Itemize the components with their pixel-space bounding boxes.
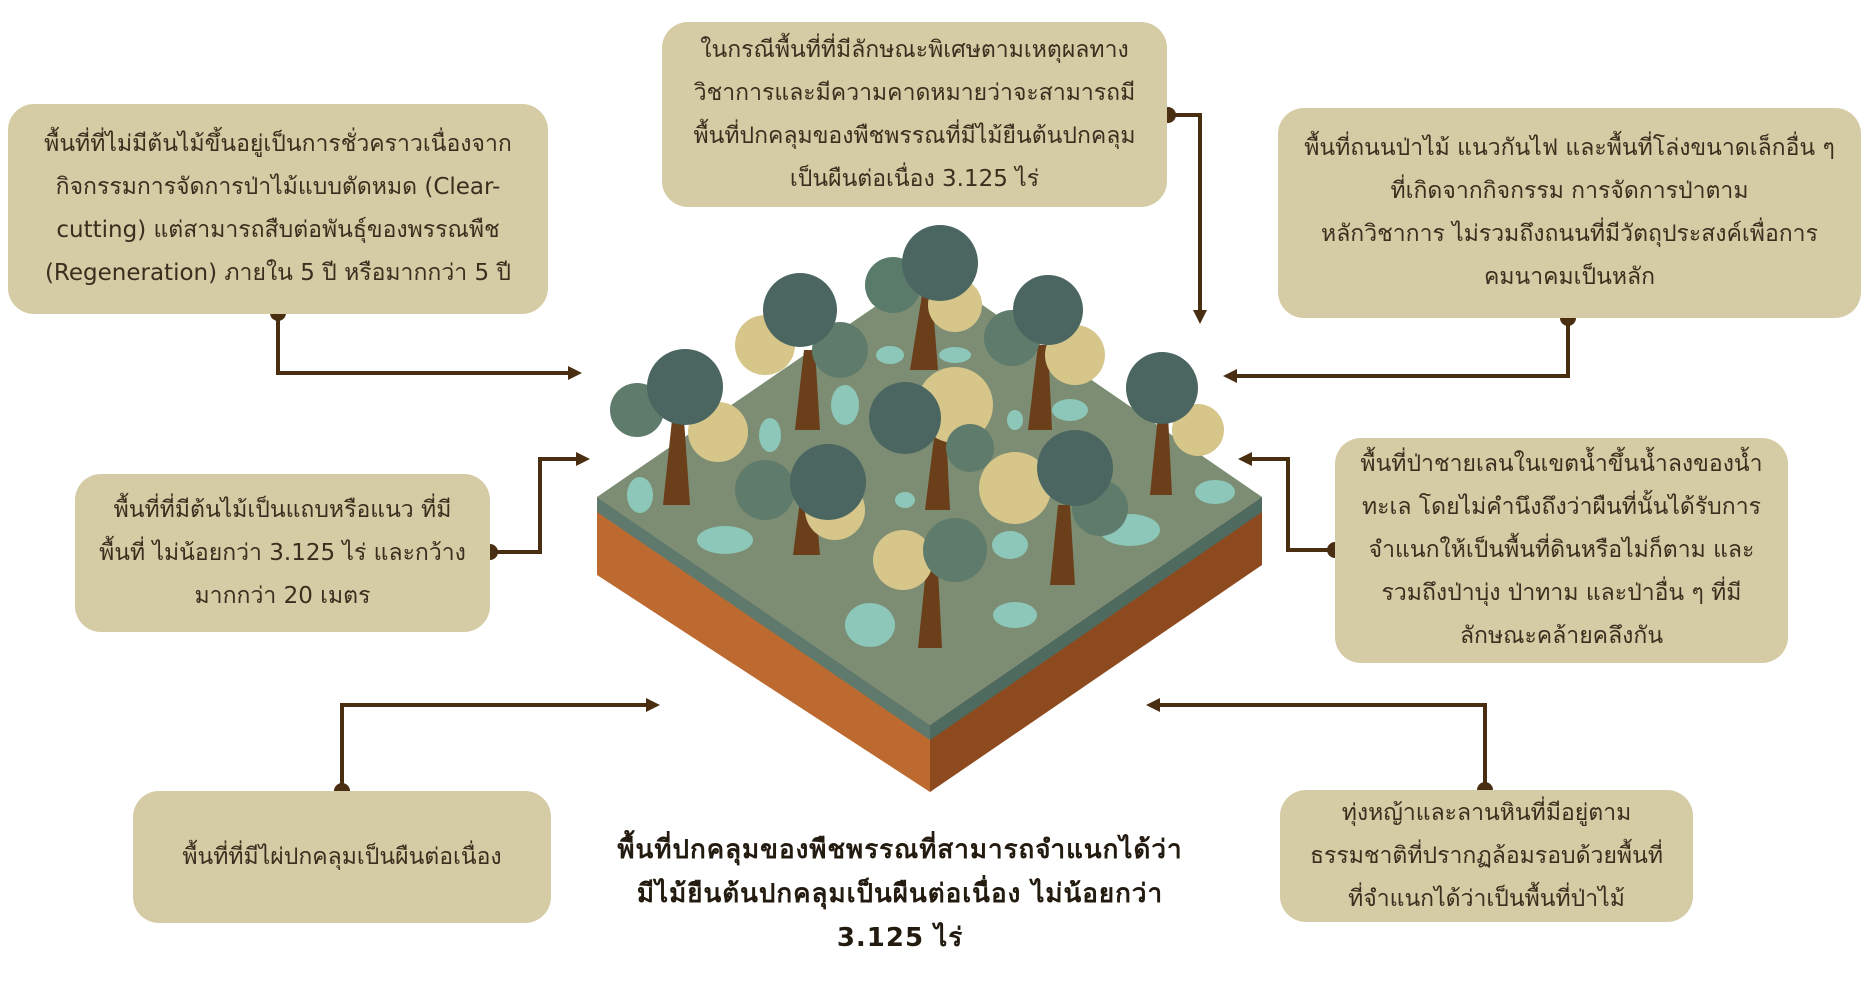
box-text-line: หลักวิชาการ ไม่รวมถึงถนนที่มีวัตถุประสงค… xyxy=(1321,221,1818,247)
connector-arrowheads xyxy=(568,310,1252,712)
arrowhead xyxy=(576,452,590,466)
box-text-line: พื้นที่ที่มีต้นไม้เป็นแถบหรือแนว ที่มี xyxy=(113,496,452,523)
puddle xyxy=(697,526,753,554)
tree xyxy=(1126,352,1224,495)
box-text-line: ทะเล โดยไม่คำนึงถึงว่าผืนที่นั้นได้รับกา… xyxy=(1362,494,1761,520)
box-text-line: พื้นที่ที่มีไผ่ปกคลุมเป็นผืนต่อเนื่อง xyxy=(182,843,502,870)
grass-right-edge xyxy=(930,497,1262,740)
box-text-line: คมนาคมเป็นหลัก xyxy=(1483,264,1656,290)
connector-top-center xyxy=(1168,113,1202,312)
connector-bottom-right xyxy=(1158,703,1487,790)
arrowhead xyxy=(1146,698,1160,712)
info-box-top-left: พื้นที่ที่ไม่มีต้นไม้ขึ้นอยู่เป็นการชั่ว… xyxy=(8,104,548,314)
soil-left-face xyxy=(597,497,930,792)
puddle xyxy=(993,602,1037,628)
info-box-bottom-right: ทุ่งหญ้าและลานหินที่มีอยู่ตาม ธรรมชาติที… xyxy=(1280,790,1693,922)
tree xyxy=(873,518,987,648)
caption-line: มีไม้ยืนต้นปกคลุมเป็นผืนต่อเนื่อง ไม่น้อ… xyxy=(636,879,1164,909)
puddle xyxy=(627,477,653,513)
puddle xyxy=(992,531,1028,559)
box-text-line: พื้นที่ปกคลุมของพืชพรรณที่มีไม้ยืนต้นปกค… xyxy=(693,122,1136,149)
water-puddles xyxy=(627,346,1235,647)
info-box-mid-right: พื้นที่ป่าชายเลนในเขตน้ำขึ้นน้ำลงของน้ำ … xyxy=(1335,438,1788,663)
arrowhead xyxy=(646,698,660,712)
info-box-bottom-left: พื้นที่ที่มีไผ่ปกคลุมเป็นผืนต่อเนื่อง xyxy=(133,791,551,923)
connector-mid-left xyxy=(490,457,578,554)
puddle xyxy=(1052,399,1088,421)
connector-top-left xyxy=(276,313,570,375)
box-text-line: มากกว่า 20 เมตร xyxy=(194,582,371,609)
box-text-line: จำแนกให้เป็นพื้นที่ดินหรือไม่ก็ตาม และ xyxy=(1368,537,1755,563)
box-text-line: ธรรมชาติที่ปรากฏล้อมรอบด้วยพื้นที่ xyxy=(1310,842,1663,869)
grass-left-edge xyxy=(597,497,930,740)
box-text-line: พื้นที่ ไม่น้อยกว่า 3.125 ไร่ และกว้าง xyxy=(99,539,466,566)
box-text-line: รวมถึงป่าบุ่ง ป่าทาม และป่าอื่น ๆ ที่มี xyxy=(1381,580,1742,606)
diagram-caption: พื้นที่ปกคลุมของพืชพรรณที่สามารถจำแนกได้… xyxy=(560,828,1240,960)
puddle xyxy=(845,603,895,647)
arrowhead xyxy=(568,366,582,380)
box-text-line: กิจกรรมการจัดการป่าไม้แบบตัดหมด (Clear- xyxy=(55,174,501,200)
connector-top-right xyxy=(1235,318,1570,378)
connector-bottom-left xyxy=(340,703,648,791)
arrowhead xyxy=(1223,369,1237,383)
connector-mid-right xyxy=(1250,457,1335,552)
box-text-line: ทุ่งหญ้าและลานหินที่มีอยู่ตาม xyxy=(1341,799,1632,826)
connectors xyxy=(276,113,1570,791)
puddle xyxy=(939,347,971,363)
tree xyxy=(984,275,1105,430)
box-text-line: เป็นผืนต่อเนื่อง 3.125 ไร่ xyxy=(789,165,1040,192)
tree xyxy=(735,444,866,555)
box-text-line: ที่จำแนกได้ว่าเป็นพื้นที่ป่าไม้ xyxy=(1348,885,1625,912)
caption-line: พื้นที่ปกคลุมของพืชพรรณที่สามารถจำแนกได้… xyxy=(617,835,1183,865)
info-box-mid-left: พื้นที่ที่มีต้นไม้เป็นแถบหรือแนว ที่มี พ… xyxy=(75,474,490,632)
puddle xyxy=(1195,480,1235,504)
tree xyxy=(610,349,748,505)
tree xyxy=(979,430,1128,585)
tree xyxy=(869,367,994,510)
puddle xyxy=(831,385,859,425)
box-text-line: ในกรณีพื้นที่ที่มีลักษณะพิเศษตามเหตุผลทา… xyxy=(700,36,1129,63)
arrowhead xyxy=(1193,310,1207,324)
puddle xyxy=(876,346,904,364)
tree xyxy=(735,273,868,430)
box-text-line: วิชาการและมีความคาดหมายว่าจะสามารถมี xyxy=(693,79,1136,106)
caption-line: 3.125 ไร่ xyxy=(836,923,964,953)
box-text-line: พื้นที่ที่ไม่มีต้นไม้ขึ้นอยู่เป็นการชั่ว… xyxy=(44,131,512,157)
box-text-line: ที่เกิดจากกิจกรรม การจัดการป่าตาม xyxy=(1390,178,1749,204)
puddle xyxy=(895,492,915,508)
box-text-line: cutting) แต่สามารถสืบต่อพันธุ์ของพรรณพืช xyxy=(56,217,500,243)
soil-right-face xyxy=(930,497,1262,792)
puddle xyxy=(1007,410,1023,430)
box-text-line: พื้นที่ถนนป่าไม้ แนวกันไฟ และพื้นที่โล่ง… xyxy=(1304,135,1835,161)
trees xyxy=(610,225,1224,648)
tree xyxy=(865,225,982,370)
box-text-line: ลักษณะคล้ายคลึงกัน xyxy=(1459,623,1664,649)
box-text-line: (Regeneration) ภายใน 5 ปี หรือมากกว่า 5 … xyxy=(44,260,512,286)
info-box-top-right: พื้นที่ถนนป่าไม้ แนวกันไฟ และพื้นที่โล่ง… xyxy=(1278,108,1861,318)
arrowhead xyxy=(1238,452,1252,466)
puddle xyxy=(759,418,781,452)
box-text-line: พื้นที่ป่าชายเลนในเขตน้ำขึ้นน้ำลงของน้ำ xyxy=(1360,451,1763,477)
info-box-top-center: ในกรณีพื้นที่ที่มีลักษณะพิเศษตามเหตุผลทา… xyxy=(662,22,1167,207)
